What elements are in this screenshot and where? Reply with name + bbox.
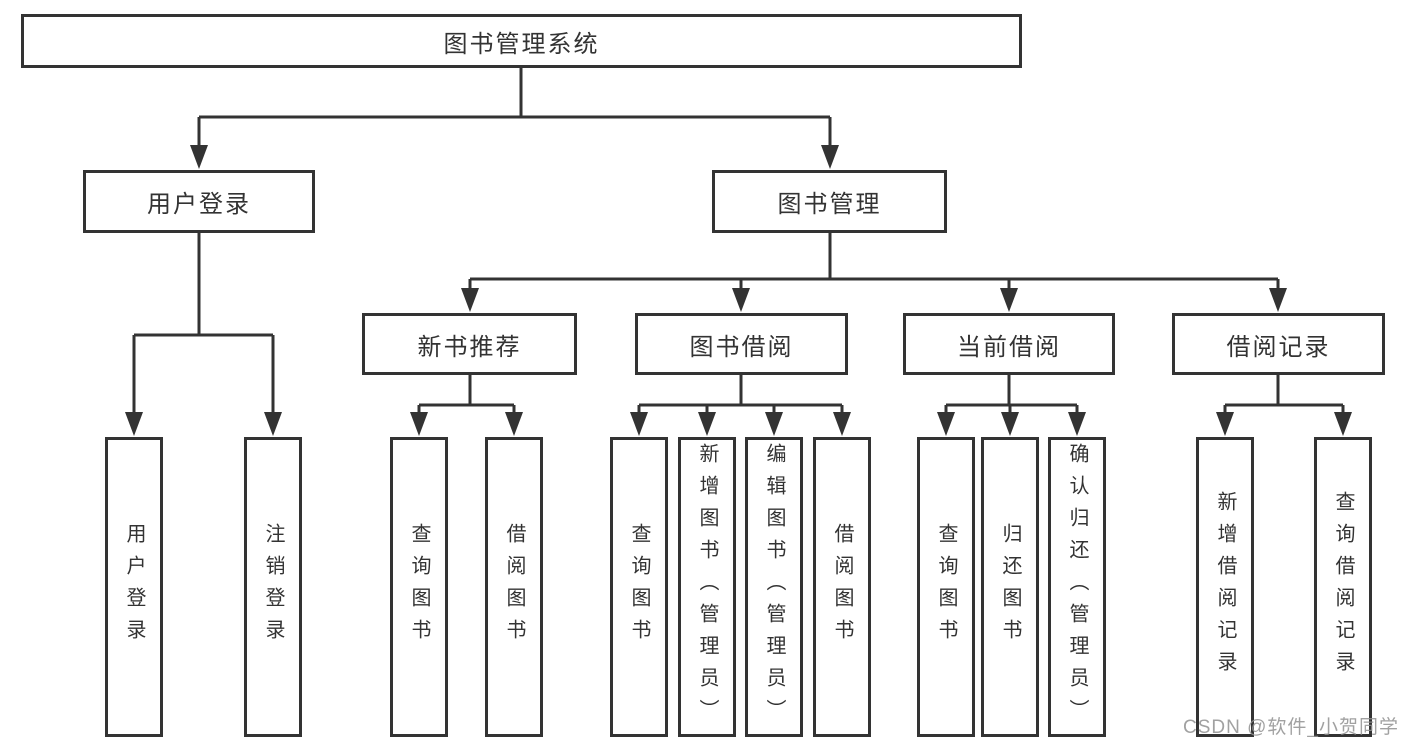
leaf-query-borrow-record-label: 查询借阅记录 [1332,491,1354,683]
node-user-login-label: 用户登录 [147,191,251,218]
leaf-return-book: 归还图书 [981,437,1039,737]
node-book-management: 图书管理 [712,170,947,233]
leaf-add-borrow-record-label: 新增借阅记录 [1214,491,1236,683]
node-new-book-recommend: 新书推荐 [362,313,577,375]
leaf-edit-book-admin-label: 编辑图书（管理员） [763,443,785,731]
leaf-query-book-borrow: 查询图书 [610,437,668,737]
leaf-logout: 注销登录 [244,437,302,737]
leaf-add-book-admin: 新增图书（管理员） [678,437,736,737]
node-borrow-records: 借阅记录 [1172,313,1385,375]
leaf-confirm-return-admin-label: 确认归还（管理员） [1066,443,1088,731]
node-book-borrow: 图书借阅 [635,313,848,375]
leaf-query-book-recommend: 查询图书 [390,437,448,737]
watermark-text: CSDN @软件_小贺同学 [1183,717,1399,738]
leaf-confirm-return-admin: 确认归还（管理员） [1048,437,1106,737]
leaf-borrow-book-recommend-label: 借阅图书 [503,523,525,651]
leaf-query-borrow-record: 查询借阅记录 [1314,437,1372,737]
leaf-return-book-label: 归还图书 [999,523,1021,651]
node-borrow-records-label: 借阅记录 [1226,333,1331,361]
node-book-management-label: 图书管理 [777,191,882,218]
leaf-add-book-admin-label: 新增图书（管理员） [696,443,718,731]
node-root: 图书管理系统 [21,14,1022,68]
leaf-query-book-current: 查询图书 [917,437,975,737]
leaf-borrow-book-borrow: 借阅图书 [813,437,871,737]
leaf-user-login-label: 用户登录 [123,523,145,651]
node-root-label: 图书管理系统 [443,30,600,58]
leaf-logout-label: 注销登录 [262,523,284,651]
leaf-add-borrow-record: 新增借阅记录 [1196,437,1254,737]
leaf-query-book-borrow-label: 查询图书 [628,523,650,651]
node-current-borrow-label: 当前借阅 [957,333,1061,361]
leaf-query-book-current-label: 查询图书 [935,523,957,651]
node-book-borrow-label: 图书借阅 [689,333,794,361]
node-user-login: 用户登录 [83,170,315,233]
leaf-user-login: 用户登录 [105,437,163,737]
leaf-query-book-recommend-label: 查询图书 [408,523,430,651]
node-current-borrow: 当前借阅 [903,313,1115,375]
leaf-edit-book-admin: 编辑图书（管理员） [745,437,803,737]
node-new-book-recommend-label: 新书推荐 [417,333,522,361]
leaf-borrow-book-borrow-label: 借阅图书 [831,523,853,651]
leaf-borrow-book-recommend: 借阅图书 [485,437,543,737]
